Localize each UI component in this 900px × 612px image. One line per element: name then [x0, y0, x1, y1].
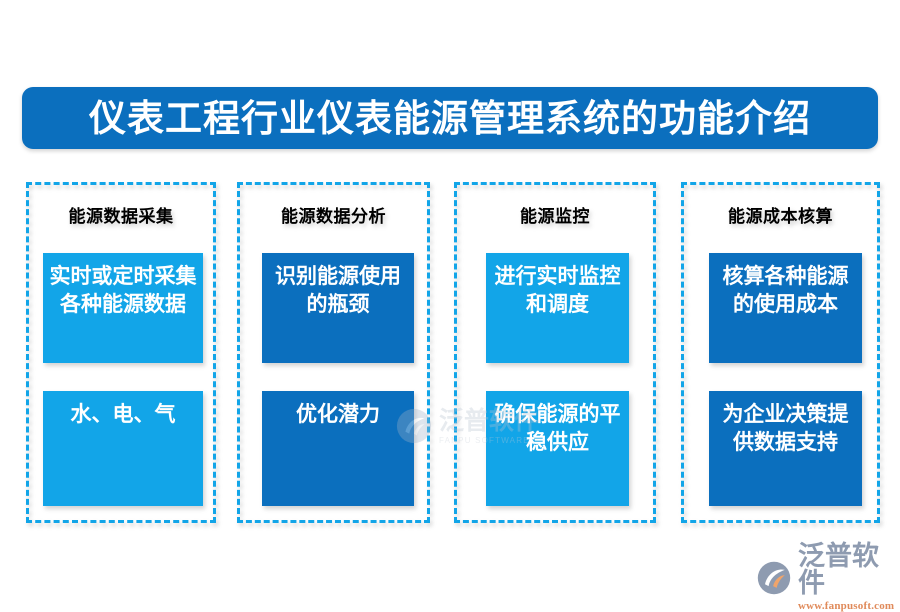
column-energy-cost-accounting: 能源成本核算 核算各种能源的使用成本 为企业决策提供数据支持 [681, 182, 880, 523]
brand-logo: 泛普软件 www.fanpusoft.com [756, 543, 900, 612]
column-header: 能源数据采集 [68, 207, 174, 227]
card-item: 进行实时监控和调度 [486, 253, 629, 363]
page-title: 仪表工程行业仪表能源管理系统的功能介绍 [89, 96, 811, 140]
column-header: 能源成本核算 [728, 207, 833, 227]
column-energy-data-collection: 能源数据采集 实时或定时采集各种能源数据 水、电、气 [26, 182, 216, 523]
card-item: 核算各种能源的使用成本 [709, 253, 862, 363]
card-item: 优化潜力 [262, 391, 414, 506]
card-item: 水、电、气 [43, 391, 203, 506]
card-item: 为企业决策提供数据支持 [709, 391, 862, 506]
logo-website-url: www.fanpusoft.com [798, 600, 895, 612]
column-energy-monitoring: 能源监控 进行实时监控和调度 确保能源的平稳供应 [454, 182, 656, 523]
fanpu-logo-icon [756, 560, 792, 596]
logo-text-block: 泛普软件 www.fanpusoft.com [798, 543, 900, 612]
column-header: 能源监控 [520, 207, 590, 227]
card-item: 识别能源使用的瓶颈 [262, 253, 414, 363]
card-item: 确保能源的平稳供应 [486, 391, 629, 506]
title-banner: 仪表工程行业仪表能源管理系统的功能介绍 [22, 87, 878, 149]
column-energy-data-analysis: 能源数据分析 识别能源使用的瓶颈 优化潜力 [237, 182, 430, 523]
card-item: 实时或定时采集各种能源数据 [43, 253, 203, 363]
columns-row: 能源数据采集 实时或定时采集各种能源数据 水、电、气 能源数据分析 识别能源使用… [0, 182, 900, 527]
column-header: 能源数据分析 [281, 207, 386, 227]
logo-company-name: 泛普软件 [798, 541, 879, 599]
